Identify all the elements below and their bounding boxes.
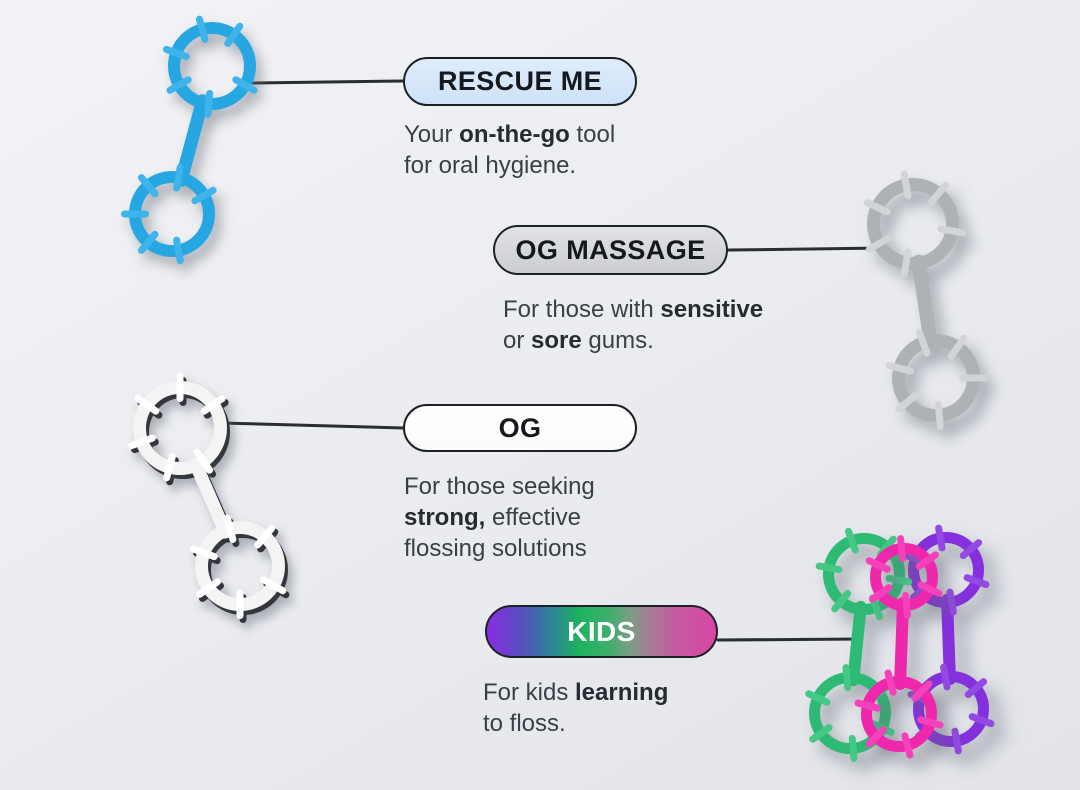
pill-label-rescue-me: RESCUE ME (437, 66, 603, 96)
kids-flosser-green-graphic (805, 527, 913, 762)
callout-line-og (219, 421, 405, 430)
callout-line-kids (716, 637, 864, 642)
pill-label-og: OG (498, 412, 542, 443)
pill-label-kids: KIDS (567, 615, 636, 647)
kids-flosser-pink-graphic (854, 535, 944, 759)
label-pill-rescue-me: RESCUE ME (403, 57, 637, 106)
pill-label-og-massage: OG MASSAGE (515, 234, 706, 265)
label-pill-kids: KIDS (485, 605, 718, 658)
label-pill-og-massage: OG MASSAGE (493, 225, 728, 275)
label-pill-og: OG (403, 404, 637, 452)
callout-line-rescue-me (251, 79, 406, 85)
callout-line-og-massage (727, 246, 887, 252)
og-flosser-graphic (128, 373, 290, 623)
rescue-me-flosser-graphic (121, 15, 258, 265)
og-massage-flosser-graphic (863, 170, 988, 430)
